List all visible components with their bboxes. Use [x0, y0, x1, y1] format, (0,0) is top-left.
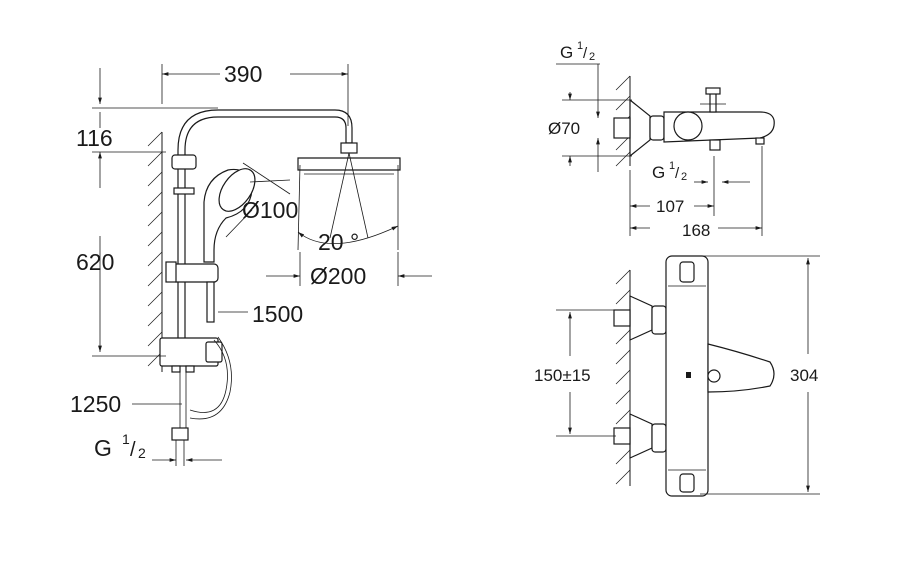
dim-lines-front [556, 255, 820, 495]
thread-spec-side-den: 2 [589, 51, 595, 63]
dim-hand-shower-diameter: Ø100 [242, 197, 298, 223]
mixer-side-body [613, 87, 775, 158]
hand-shower [203, 162, 291, 263]
dim-depth-107: 107 [656, 197, 684, 216]
dim-width-390: 390 [224, 61, 262, 87]
mixer-front-body [613, 255, 775, 497]
thread-spec-shower-slash: / [130, 439, 136, 461]
dim-centres-150: 150±15 [534, 366, 591, 385]
wall-hatch-front [615, 269, 631, 486]
dim-spray-angle: 20 ° [318, 229, 359, 255]
thread-spec-spout-num: 1 [669, 160, 675, 172]
thread-spec-spout-g: G [652, 163, 665, 182]
dim-depth-168: 168 [682, 221, 710, 240]
dim-lines-shower [92, 64, 432, 462]
thread-spec-shower-den: 2 [138, 445, 146, 461]
thread-spec-side-slash: / [583, 45, 588, 62]
dim-hose-1250: 1250 [70, 391, 121, 417]
thread-spec-spout-den: 2 [681, 171, 687, 183]
wall-hatch-left [147, 131, 163, 372]
shower-hose [171, 281, 232, 466]
dim-rosette-diameter: Ø70 [548, 119, 580, 138]
head-shower [297, 142, 401, 251]
thread-spec-side-g: G [560, 43, 573, 62]
dim-lines-side [556, 63, 763, 236]
dim-height-620: 620 [76, 249, 114, 275]
dim-height-116: 116 [76, 125, 113, 151]
bath-mixer-front-view: 150±15 304 [534, 255, 820, 497]
thread-spec-shower-num: 1 [122, 431, 130, 447]
dim-height-304: 304 [790, 366, 818, 385]
shower-system-view: 390 116 620 Ø100 20 ° Ø200 1500 1250 G 1… [70, 61, 432, 466]
thread-spec-shower-g: G [94, 435, 112, 461]
dim-hose-1500: 1500 [252, 301, 303, 327]
thread-spec-side-num: 1 [577, 40, 583, 52]
bath-mixer-side-view: G 1 / 2 Ø70 G 1 / 2 107 168 [548, 40, 775, 240]
thread-spec-spout-slash: / [675, 165, 680, 182]
riser-pipe [159, 109, 353, 373]
dim-head-shower-diameter: Ø200 [310, 263, 366, 289]
